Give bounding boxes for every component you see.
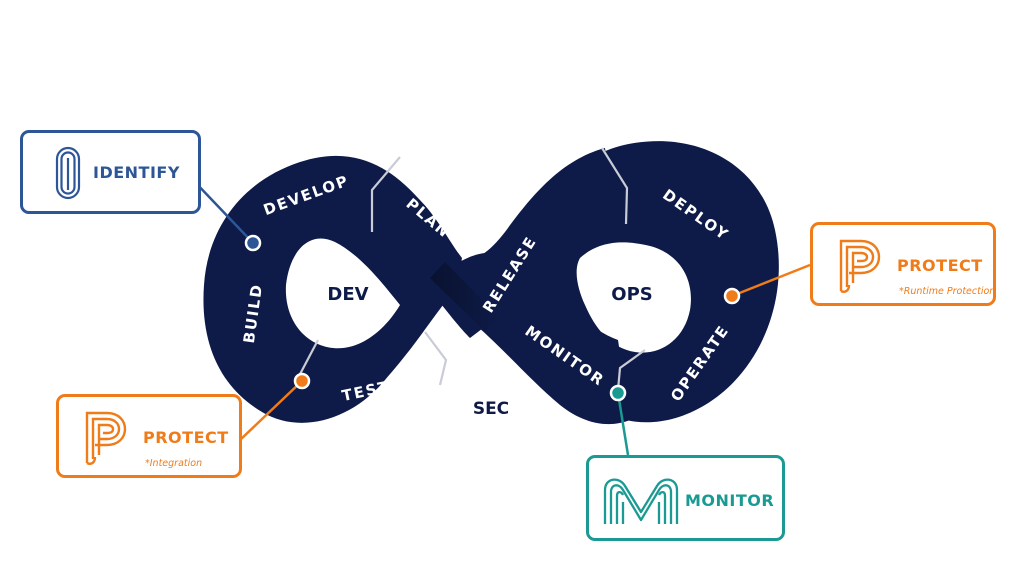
identify-title: IDENTIFY xyxy=(93,163,180,182)
dot-monitor xyxy=(609,384,627,402)
protect-runtime-title: PROTECT xyxy=(897,256,983,275)
divider-test-sec xyxy=(424,331,448,386)
p-stripes-icon xyxy=(839,239,881,293)
divider-release-deploy xyxy=(601,147,629,225)
segment-dividers xyxy=(297,147,646,391)
p-stripes-icon xyxy=(85,411,127,465)
connector-protect-right xyxy=(731,263,811,298)
center-ops: OPS xyxy=(611,284,652,305)
center-dev: DEV xyxy=(327,284,368,305)
center-sec: SEC xyxy=(473,399,509,419)
connector-identify xyxy=(192,179,254,244)
monitor-title: MONITOR xyxy=(685,491,775,510)
paperclip-icon xyxy=(55,146,81,200)
identify-callout[interactable]: IDENTIFY xyxy=(20,130,201,214)
connector-monitor xyxy=(616,392,630,456)
connector-protect-left xyxy=(239,380,303,441)
divider-build-test xyxy=(297,339,319,379)
divider-monitor-operate xyxy=(616,349,646,391)
protect-integration-callout[interactable]: PROTECT *Integration xyxy=(56,394,242,478)
dot-identify xyxy=(244,234,262,252)
dot-protect-left xyxy=(293,372,311,390)
dot-protect-right xyxy=(723,287,741,305)
connectors xyxy=(192,179,811,456)
protect-runtime-callout[interactable]: PROTECT *Runtime Protection xyxy=(810,222,996,306)
divider-develop-plan xyxy=(370,156,401,232)
protect-integration-title: PROTECT xyxy=(143,428,229,447)
crossing-shadow xyxy=(430,262,500,332)
m-stripes-icon xyxy=(603,478,679,524)
protect-runtime-note: *Runtime Protection xyxy=(899,286,996,297)
protect-integration-note: *Integration xyxy=(145,458,203,469)
monitor-callout[interactable]: MONITOR xyxy=(586,455,785,541)
